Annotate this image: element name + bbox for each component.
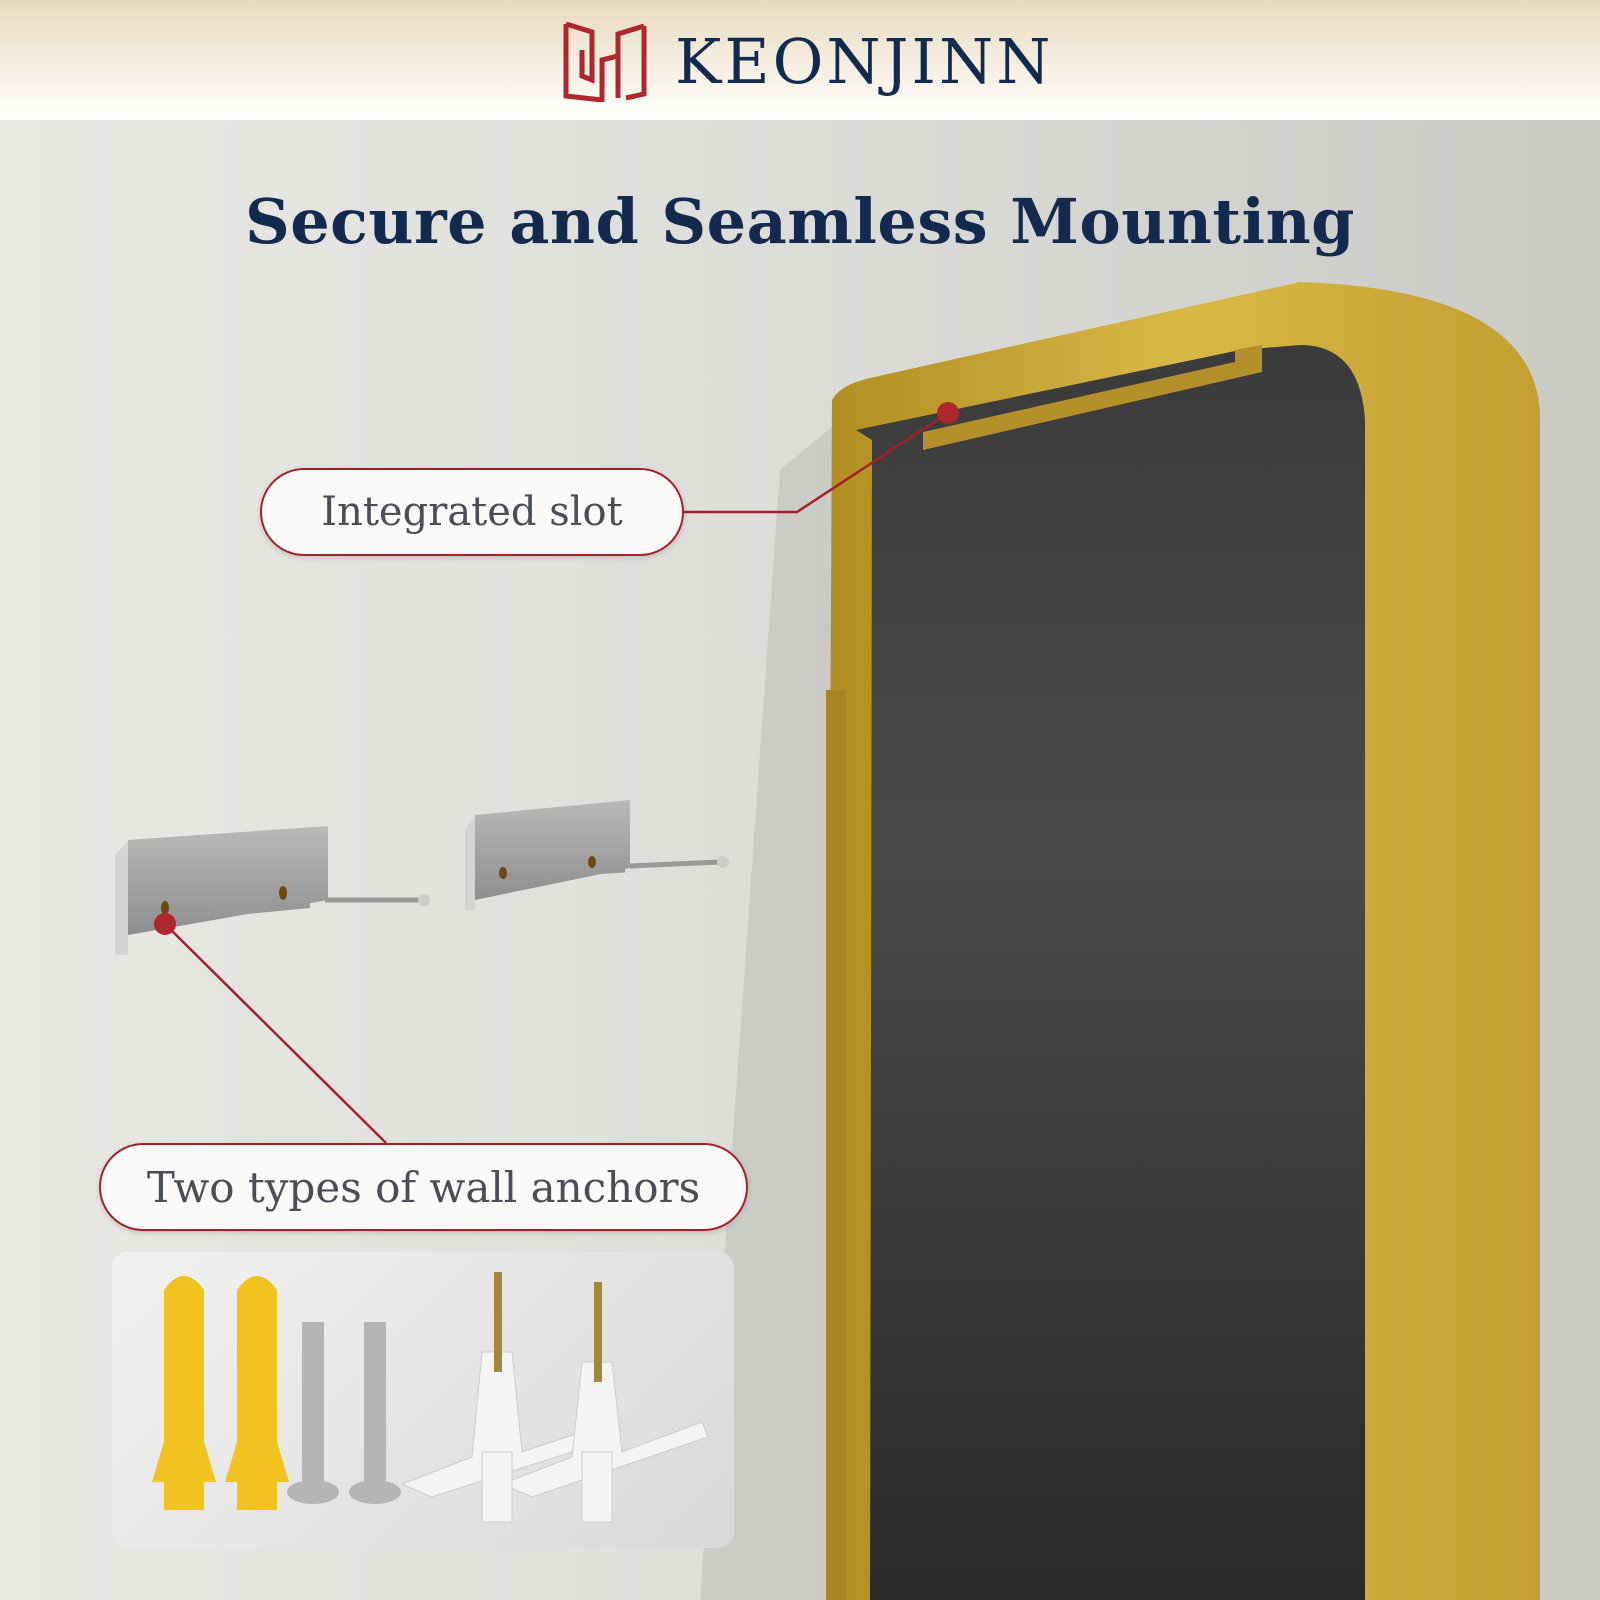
mirror-frame: [826, 282, 1540, 1600]
callout-lines: [164, 411, 949, 1144]
brand-header: KEONJINN: [0, 0, 1600, 120]
wall-bracket-right: [465, 800, 729, 910]
anchors-screws-icon: [152, 1272, 709, 1523]
wall-bracket-left: [115, 826, 430, 955]
bracket-marker-dot: [154, 913, 176, 935]
callout-wall-anchors: Two types of wall anchors: [99, 1143, 748, 1231]
brand-name: KEONJINN: [675, 25, 1054, 98]
page-title: Secure and Seamless Mounting: [244, 185, 1356, 258]
brand-logo-icon: [563, 21, 647, 102]
callout-integrated-slot: Integrated slot: [260, 468, 684, 556]
slot-marker-dot: [937, 402, 959, 424]
hardware-panel: [112, 1252, 734, 1548]
